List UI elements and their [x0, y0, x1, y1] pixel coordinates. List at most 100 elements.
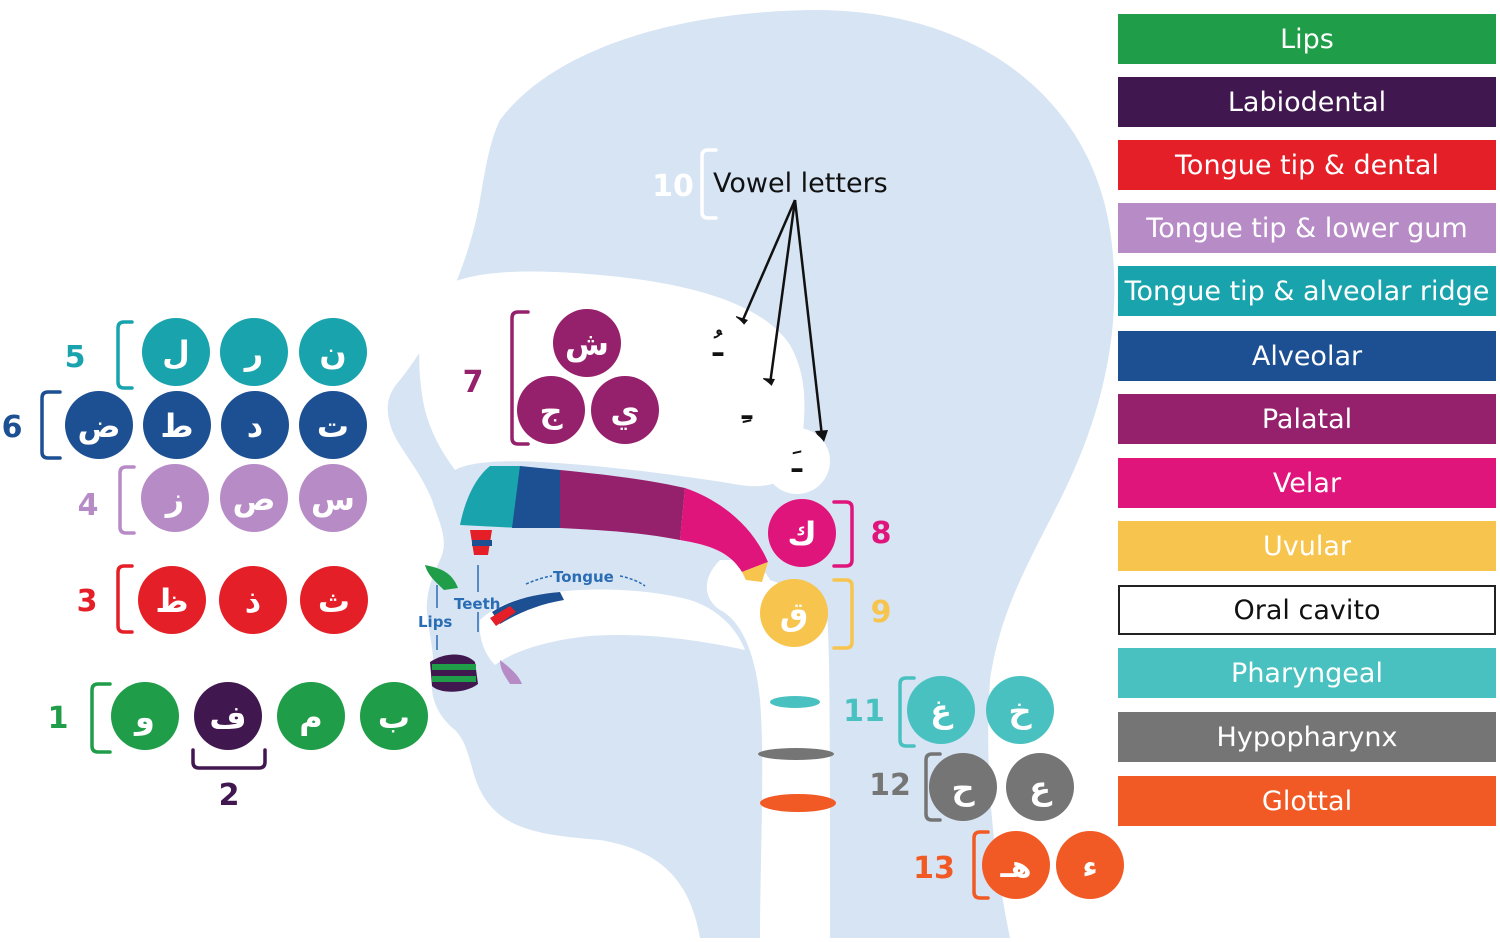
legend-label: Tongue tip & lower gum: [1146, 212, 1468, 244]
legend-tongue-tip-alveolar-ridge: Tongue tip & alveolar ridge: [1118, 266, 1496, 316]
group-4-letters: ز ص س: [141, 464, 367, 532]
letter-shin: ش: [565, 325, 609, 363]
letter-fa: ف: [209, 698, 246, 736]
legend-oral-cavito: Oral cavito: [1118, 585, 1496, 635]
mouth-parts: [425, 565, 836, 812]
letter-ha-end: هـ: [999, 850, 1031, 885]
group-6-letters: ض ط د ت: [65, 391, 367, 459]
bracket-2: [191, 748, 267, 770]
group-number-7: 7: [463, 365, 484, 400]
legend-tongue-tip-lower-gum: Tongue tip & lower gum: [1118, 203, 1496, 253]
letter-hamza: ء: [1082, 850, 1097, 885]
tongue-label: Tongue: [553, 568, 614, 586]
group-8-letters: ك: [768, 499, 836, 567]
legend-velar: Velar: [1118, 458, 1496, 508]
bracket-12: [924, 752, 942, 822]
brackets: [40, 148, 990, 900]
letter-ba: ب: [378, 698, 410, 736]
legend-uvular: Uvular: [1118, 521, 1496, 571]
letter-dal: د: [247, 407, 263, 445]
group-10-vowels: ـُ ـِ ـَ: [685, 312, 830, 494]
legend-label: Hypopharynx: [1216, 721, 1398, 753]
group-number-8: 8: [871, 516, 892, 551]
letter-zay: ز: [164, 480, 184, 518]
legend-label: Glottal: [1261, 785, 1353, 817]
vowel-kasra: ـِ: [741, 392, 753, 427]
legend-lips: Lips: [1118, 14, 1496, 64]
group-1-letters: و ف م ب: [111, 682, 428, 750]
group-number-4: 4: [78, 488, 99, 523]
letter-ha: ح: [951, 769, 975, 807]
letter-sin: س: [311, 480, 355, 518]
group-number-10: 10: [652, 169, 694, 204]
vowel-arrows: [740, 199, 824, 437]
group-7-letters: ش ج ي: [517, 309, 659, 444]
letter-dad: ض: [77, 407, 120, 445]
vowel-fatha: ـَ: [791, 445, 803, 480]
bracket-1: [90, 682, 112, 754]
legend-glottal: Glottal: [1118, 776, 1496, 826]
bracket-6: [40, 390, 62, 460]
group-5-letters: ل ر ن: [142, 318, 367, 386]
legend-label: Labiodental: [1227, 86, 1387, 118]
bracket-3: [116, 564, 134, 634]
group-number-5: 5: [65, 340, 86, 375]
bracket-5: [116, 320, 134, 390]
group-number-1: 1: [48, 701, 69, 736]
legend-labiodental: Labiodental: [1118, 77, 1496, 127]
legend-label: Uvular: [1262, 530, 1351, 562]
legend-label: Palatal: [1261, 403, 1353, 435]
letter-ta: ت: [317, 407, 349, 445]
letter-ayn: ع: [1029, 769, 1053, 807]
letter-ra: ر: [243, 334, 263, 372]
letter-ghayn: غ: [930, 692, 954, 730]
letter-zha: ظ: [155, 582, 188, 620]
letter-sad: ص: [232, 480, 275, 518]
group-13-letters: هـ ء: [982, 831, 1124, 899]
letter-mim: م: [299, 698, 322, 736]
legend-alveolar: Alveolar: [1118, 331, 1496, 381]
letter-kaf: ك: [787, 515, 816, 553]
group-11-letters: غ خ: [907, 676, 1054, 744]
group-number-13: 13: [913, 851, 955, 886]
group-9-letters: ق: [760, 579, 828, 647]
bracket-10: [700, 148, 718, 220]
legend-label: Pharyngeal: [1231, 657, 1383, 689]
legend-label: Oral cavito: [1233, 594, 1381, 626]
bracket-8: [832, 500, 854, 568]
legend-label: Tongue tip & dental: [1175, 149, 1439, 181]
letter-ta-heavy: ط: [160, 407, 193, 445]
legend-label: Velar: [1272, 467, 1342, 499]
legend-tongue-tip-dental: Tongue tip & dental: [1118, 140, 1496, 190]
letter-lam: ل: [162, 334, 190, 372]
letter-qaf: ق: [780, 595, 809, 633]
letter-kha: خ: [1008, 692, 1032, 730]
group-3-letters: ظ ذ ث: [138, 566, 368, 634]
lips-label: Lips: [418, 613, 452, 631]
palate-arch: [460, 466, 768, 582]
group-number-2: 2: [219, 778, 240, 813]
legend-label: Lips: [1280, 23, 1334, 55]
group-number-12: 12: [869, 768, 911, 803]
letter-jim: ج: [539, 392, 563, 430]
letter-tha: ث: [318, 582, 350, 620]
group-number-6: 6: [2, 410, 23, 445]
teeth-label: Teeth: [454, 595, 500, 613]
letter-dhal: ذ: [245, 582, 261, 620]
letter-nun: ن: [319, 334, 346, 372]
group-number-9: 9: [871, 595, 892, 630]
legend-label: Tongue tip & alveolar ridge: [1124, 275, 1490, 307]
letter-waw: و: [133, 698, 155, 736]
legend-palatal: Palatal: [1118, 394, 1496, 444]
group-number-11: 11: [843, 694, 885, 729]
legend-pharyngeal: Pharyngeal: [1118, 648, 1496, 698]
legend-label: Alveolar: [1251, 340, 1363, 372]
group-12-letters: ح ع: [929, 753, 1074, 821]
bracket-13: [972, 830, 990, 900]
bracket-4: [118, 465, 136, 535]
group-number-3: 3: [77, 584, 98, 619]
mouth-arrows: [436, 565, 646, 650]
vowel-damma: ـُ: [712, 329, 724, 364]
